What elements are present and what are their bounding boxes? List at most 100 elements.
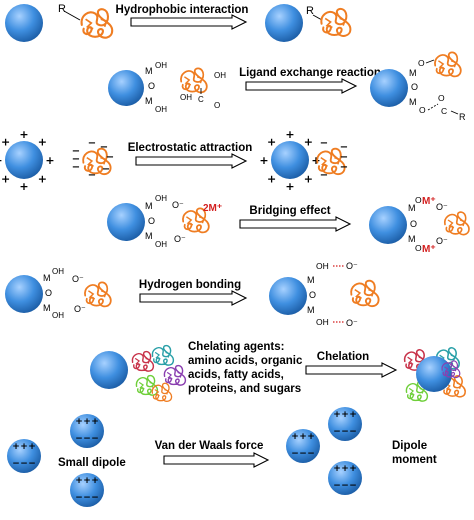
positive-charge: + xyxy=(20,442,28,452)
organic-molecule xyxy=(320,7,352,37)
nanoparticle xyxy=(269,277,307,315)
negative-charge: − xyxy=(349,481,357,491)
chelated-nanoparticle xyxy=(416,356,452,392)
oxygen-label: O xyxy=(214,101,220,110)
hydroxyl-label: OH xyxy=(214,71,226,80)
positive-charge: + xyxy=(45,154,54,167)
negative-charge: − xyxy=(106,152,114,163)
organic-molecule xyxy=(443,211,470,236)
oxygen-label: O xyxy=(309,290,316,300)
dipole-particle xyxy=(286,429,320,463)
negative-charge: − xyxy=(299,449,307,459)
hydroxyl-label: OH xyxy=(155,194,167,203)
cation: M⁺ xyxy=(422,244,436,255)
positive-charge: + xyxy=(38,172,47,185)
carboxylate-oxygen: O⁻ xyxy=(436,236,448,246)
chelating-agent-cluster xyxy=(163,364,187,386)
positive-charge: + xyxy=(1,172,10,185)
positive-charge: + xyxy=(304,172,313,185)
carboxylate-oxygen: O⁻ xyxy=(346,318,358,328)
nanoparticle xyxy=(265,4,303,42)
label-hydrogen-bonding: Hydrogen bonding xyxy=(139,279,241,291)
chelating-agents-line-3: acids, fatty acids, xyxy=(188,369,284,381)
organic-molecule xyxy=(180,67,208,94)
negative-charge: − xyxy=(83,434,91,444)
negative-charge: − xyxy=(340,142,348,153)
positive-charge: + xyxy=(19,128,28,141)
hydroxyl-label: OH xyxy=(52,267,64,276)
row-bridging: M OH O M OH O⁻ O⁻ 2M⁺ Bridging effect M … xyxy=(107,194,470,255)
dipole-particle xyxy=(7,439,41,473)
bond-line xyxy=(450,110,459,115)
oxygen-label: O xyxy=(45,288,52,298)
caption-dipole-moment-line-1: Dipole xyxy=(392,440,427,452)
dipole-particle xyxy=(328,407,362,441)
nanoparticle xyxy=(370,69,408,107)
carboxylate-oxygen: O⁻ xyxy=(346,261,358,271)
positive-charge: + xyxy=(341,410,349,420)
oxygen-label: O xyxy=(148,216,155,226)
hydroxyl-label: OH xyxy=(180,93,192,102)
dipole-charges: +++−−−+++−−−+++−−− xyxy=(12,417,99,503)
label-electrostatic: Electrostatic attraction xyxy=(128,142,253,154)
positive-charge: + xyxy=(285,180,294,193)
nanoparticle xyxy=(5,4,43,42)
dipole-particle xyxy=(70,473,104,507)
nanoparticle xyxy=(369,206,407,244)
chelating-agent-cluster xyxy=(151,344,175,366)
positive-charge: + xyxy=(291,432,299,442)
chelating-agents-line-1: Chelating agents: xyxy=(188,341,284,353)
coordination-bond xyxy=(427,103,439,111)
metal-label: M xyxy=(409,68,417,78)
carbon-label: C xyxy=(198,95,204,104)
positive-charge: + xyxy=(341,464,349,474)
row-electrostatic: ++++++++ −−−−−−−− Electrostatic attracti… xyxy=(0,128,348,193)
hydroxyl-label: OH xyxy=(155,240,167,249)
hydroxyl-label: OH xyxy=(316,317,329,327)
positive-charge: + xyxy=(12,442,20,452)
arrow-hydrogen-bonding xyxy=(139,290,248,306)
bond-line xyxy=(425,59,435,64)
arrow-hydrophobic xyxy=(130,14,248,30)
nanoparticle-positive xyxy=(271,141,309,179)
caption-small-dipole: Small dipole xyxy=(58,457,126,469)
bond-line xyxy=(312,14,323,21)
bond-line xyxy=(63,10,81,21)
positive-charges: ++++++++ xyxy=(259,128,320,193)
carboxylate-oxygen: O⁻ xyxy=(174,234,186,244)
row-van-der-waals: +++−−−+++−−−+++−−− Small dipole Van der … xyxy=(7,407,437,507)
oxygen-label: O xyxy=(411,82,418,92)
positive-charge: + xyxy=(349,464,357,474)
metal-label: M xyxy=(408,203,416,213)
negative-charge: − xyxy=(333,481,341,491)
negative-charge: − xyxy=(75,434,83,444)
divalent-cation: 2M⁺ xyxy=(203,203,222,214)
hydroxyl-label: OH xyxy=(316,261,329,271)
chelating-agent-cluster xyxy=(135,374,159,396)
negative-charge: − xyxy=(102,164,110,175)
metal-label: M xyxy=(409,97,417,107)
oxygen-label: O xyxy=(415,195,422,205)
negative-charge: − xyxy=(88,138,96,149)
caption-dipole-moment-line-2: moment xyxy=(392,454,437,466)
negative-charge: − xyxy=(72,162,80,173)
arrow-ligand-exchange xyxy=(245,78,358,94)
arrow-bridging xyxy=(239,216,352,232)
positive-charge: + xyxy=(299,432,307,442)
positive-charge: + xyxy=(91,417,99,427)
positive-charge: + xyxy=(19,180,28,193)
r-group: R xyxy=(459,112,466,122)
negative-charge: − xyxy=(91,434,99,444)
row-hydrogen-bonding: M OH O M OH O⁻ O⁻ Hydrogen bonding M OH … xyxy=(5,261,380,328)
positive-charge: + xyxy=(1,136,10,149)
oxygen-label: O xyxy=(418,58,425,68)
cation: M⁺ xyxy=(422,196,436,207)
metal-label: M xyxy=(307,305,315,315)
positive-charge: + xyxy=(285,128,294,141)
organic-molecule xyxy=(350,279,380,308)
positive-charge: + xyxy=(28,442,36,452)
label-bridging: Bridging effect xyxy=(249,205,330,217)
negative-charge: − xyxy=(340,162,348,173)
oxygen-label: O xyxy=(438,93,445,103)
